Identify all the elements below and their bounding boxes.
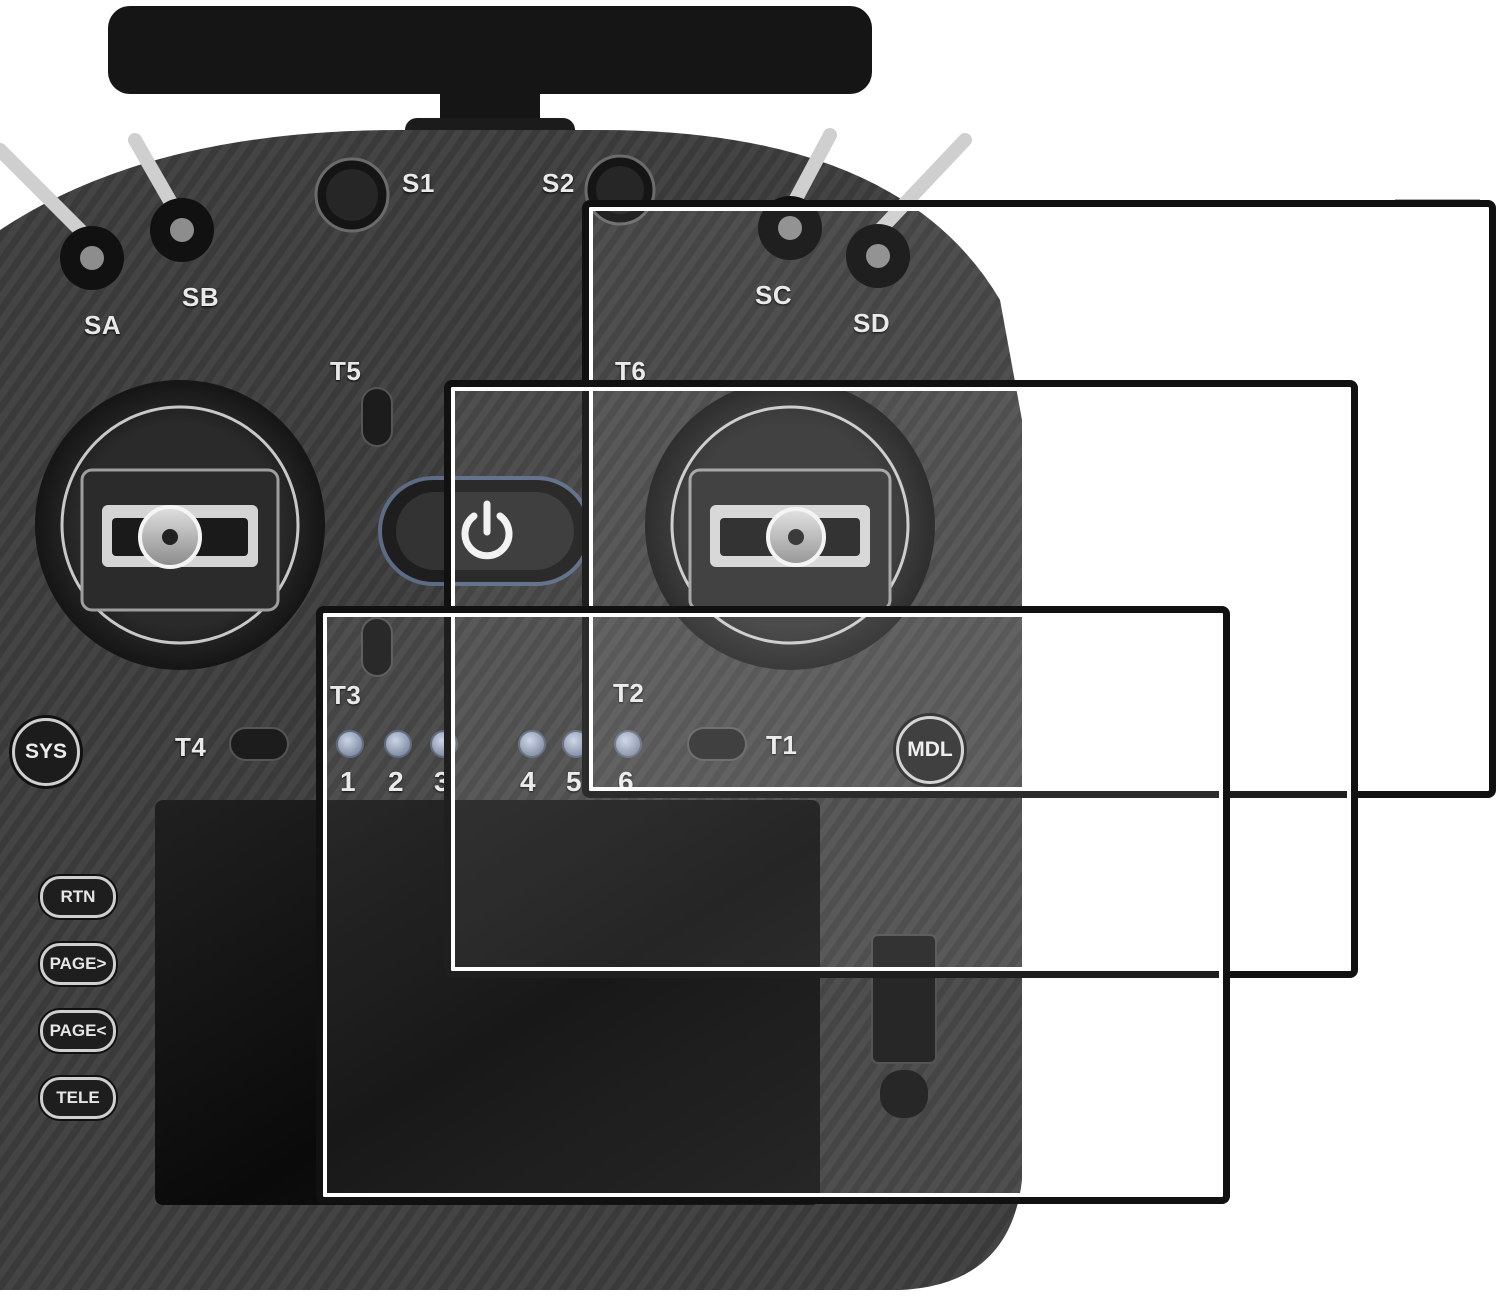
- label-s1: S1: [402, 168, 435, 198]
- label-sd: SD: [853, 308, 891, 338]
- tele-button: TELE: [40, 1077, 116, 1119]
- led-label-4: 4: [520, 766, 537, 797]
- label-sb: SB: [182, 282, 220, 312]
- page-next-button: PAGE>: [40, 943, 116, 985]
- mdl-button: MDL: [896, 716, 964, 784]
- label-t2: T2: [613, 678, 645, 708]
- power-icon: [461, 500, 513, 560]
- screen-protector-film-front: [316, 606, 1230, 1204]
- led-label-6: 6: [618, 766, 635, 797]
- rtn-button-label: RTN: [60, 887, 96, 906]
- label-sa: SA: [84, 310, 122, 340]
- rtn-button: RTN: [40, 876, 116, 918]
- led-label-2: 2: [388, 766, 405, 797]
- toggle-switches: [0, 128, 972, 290]
- mdl-button-label: MDL: [907, 738, 953, 761]
- label-t4: T4: [175, 732, 207, 762]
- screen-protector-film-back: [582, 200, 1496, 798]
- page-next-button-label: PAGE>: [49, 954, 107, 973]
- left-gimbal: [35, 380, 325, 670]
- antenna-handle: [108, 6, 872, 148]
- led-2: [384, 730, 412, 758]
- side-slider: [871, 934, 937, 1118]
- right-gimbal: [645, 380, 935, 670]
- led-1: [336, 730, 364, 758]
- label-t3: T3: [330, 680, 362, 710]
- label-t1: T1: [766, 730, 798, 760]
- potentiometer-knobs: [314, 154, 656, 233]
- led-4: [518, 730, 546, 758]
- trim-switches: [229, 387, 747, 761]
- led-label-5: 5: [566, 766, 583, 797]
- sys-button: SYS: [12, 718, 80, 786]
- sys-button-label: SYS: [24, 740, 68, 763]
- label-sc: SC: [755, 280, 793, 310]
- page-prev-button: PAGE<: [40, 1010, 116, 1052]
- label-t5: T5: [330, 356, 362, 386]
- tele-button-label: TELE: [56, 1088, 100, 1107]
- label-s2: S2: [542, 168, 575, 198]
- led-6: [614, 730, 642, 758]
- page-prev-button-label: PAGE<: [49, 1021, 107, 1040]
- led-label-1: 1: [340, 766, 357, 797]
- screen-protector-film-middle: [444, 380, 1358, 978]
